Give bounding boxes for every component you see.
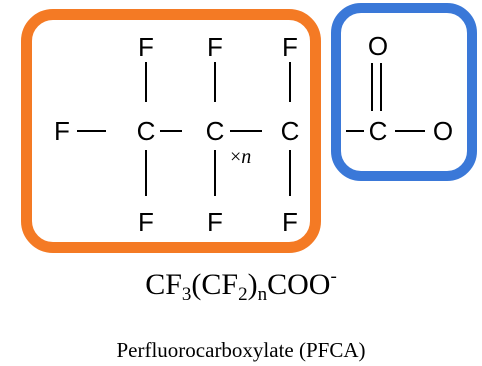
atom-f-top-2: F [207, 32, 223, 62]
atom-c-2: C [205, 116, 225, 146]
diagram-caption: Perfluorocarboxylate (PFCA) [116, 338, 366, 362]
molecular-formula: CF3(CF2)nCOO- [145, 266, 337, 305]
atom-f-top-1: F [138, 32, 154, 62]
atom-c-carboxyl: C [368, 116, 388, 146]
double-bond-line-2 [380, 63, 382, 111]
bond-c1-f-top [145, 62, 147, 102]
repeat-unit-label: ×n [230, 146, 251, 169]
bond-c3-f-top [289, 62, 291, 102]
double-bond-line-1 [371, 63, 373, 111]
atom-f-top-3: F [282, 32, 298, 62]
bond-c2-c3 [230, 130, 262, 132]
atom-f-bottom-3: F [282, 207, 298, 237]
bond-c1-f-bottom [145, 150, 147, 196]
bond-f-c1 [77, 130, 106, 132]
repeat-n: n [241, 146, 252, 168]
bond-c1-c2 [160, 130, 182, 132]
atom-o-single: O [432, 116, 454, 146]
perfluoroalkyl-chain-box [21, 9, 321, 253]
bond-carboxyl-o [395, 130, 425, 132]
atom-c-1: C [136, 116, 156, 146]
carboxylate-group-box [331, 3, 477, 181]
atom-c-3: C [280, 116, 300, 146]
atom-f-bottom-1: F [138, 207, 154, 237]
bond-c2-f-top [214, 62, 216, 102]
atom-o-double: O [367, 31, 389, 61]
bond-c2-f-bottom [214, 150, 216, 196]
bond-c3-f-bottom [289, 150, 291, 196]
atom-f-bottom-2: F [207, 207, 223, 237]
times-symbol: × [230, 146, 242, 168]
atom-f-left: F [54, 116, 70, 146]
bond-c3-carboxyl [346, 130, 364, 132]
